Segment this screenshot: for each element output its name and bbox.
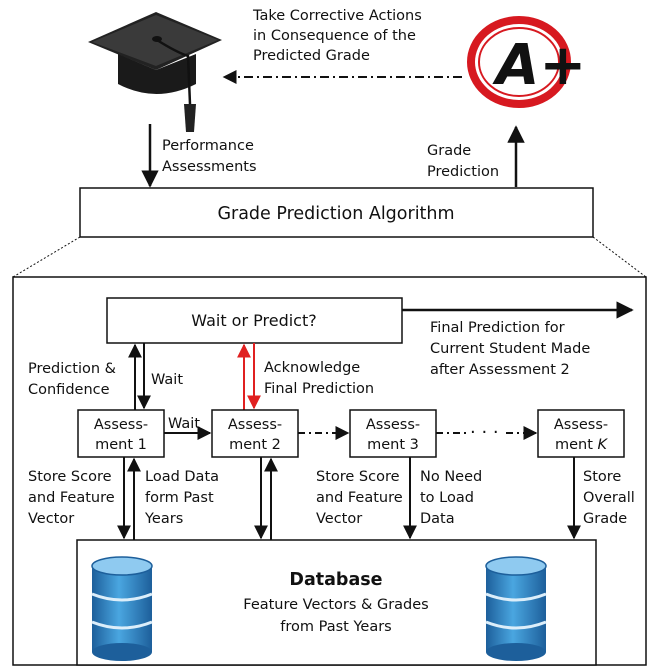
assessment-k-box (537, 409, 625, 458)
assessment-1-line2: ment 1 (95, 437, 147, 453)
corrective-actions-line3: Predicted Grade (253, 48, 370, 64)
zoom-guide-right (592, 236, 647, 278)
wait-between-label: Wait (168, 416, 200, 432)
store-score-1-line3: Vector (28, 511, 74, 527)
performance-label-line1: Performance (162, 138, 254, 154)
graduation-cap-icon (88, 12, 222, 132)
grade-badge: A+ (492, 33, 586, 98)
zoom-guide-left (12, 236, 81, 278)
no-need-line2: to Load (420, 490, 474, 506)
assessment-k-italic: K (598, 437, 609, 453)
store-score-2-line1: Store Score (316, 469, 400, 485)
final-prediction-line3: after Assessment 2 (430, 362, 570, 378)
no-need-line1: No Need (420, 469, 482, 485)
database-line1: Feature Vectors & Grades (243, 597, 428, 613)
assessment-1-box (77, 409, 165, 458)
algorithm-box (79, 187, 594, 238)
assessment-k-line1: Assess- (554, 417, 608, 433)
store-overall-line2: Overall (583, 490, 635, 506)
assessment-k-line2-prefix: ment (555, 437, 598, 453)
load-data-line2: form Past (145, 490, 214, 506)
prediction-confidence-line2: Confidence (28, 382, 110, 398)
algorithm-label: Grade Prediction Algorithm (217, 204, 454, 224)
store-score-2-line3: Vector (316, 511, 362, 527)
store-overall-line3: Grade (583, 511, 627, 527)
store-score-1-line1: Store Score (28, 469, 112, 485)
final-prediction-line2: Current Student Made (430, 341, 590, 357)
assessment-1-line1: Assess- (94, 417, 148, 433)
a-plus-grade-icon: A+ (467, 16, 586, 108)
wait-or-predict-box (106, 297, 403, 344)
final-prediction-line1: Final Prediction for (430, 320, 565, 336)
no-need-line3: Data (420, 511, 455, 527)
corrective-actions-line1: Take Corrective Actions (252, 8, 422, 24)
wait-or-predict-label: Wait or Predict? (191, 311, 316, 330)
load-data-line3: Years (144, 511, 183, 527)
assessment-3-line2: ment 3 (367, 437, 419, 453)
store-score-2-line2: and Feature (316, 490, 403, 506)
acknowledge-line2: Final Prediction (264, 381, 374, 397)
assessment-2-box (211, 409, 299, 458)
database-cylinder-icon (485, 556, 547, 661)
assessment-3-box (349, 409, 437, 458)
assessment-2-line1: Assess- (228, 417, 282, 433)
grade-prediction-line1: Grade (427, 143, 471, 159)
prediction-confidence-line1: Prediction & (28, 361, 116, 377)
assessment-2-line2: ment 2 (229, 437, 281, 453)
acknowledge-line1: Acknowledge (264, 360, 360, 376)
corrective-actions-line2: in Consequence of the (253, 28, 416, 44)
store-overall-line1: Store (583, 469, 621, 485)
load-data-line1: Load Data (145, 469, 219, 485)
store-score-1-line2: and Feature (28, 490, 115, 506)
database-cylinder-icon (91, 556, 153, 661)
performance-label-line2: Assessments (162, 159, 257, 175)
ellipsis: · · · (470, 422, 499, 443)
grade-prediction-line2: Prediction (427, 164, 499, 180)
database-line2: from Past Years (280, 619, 391, 635)
database-title: Database (289, 570, 382, 590)
wait-up-label: Wait (151, 372, 183, 388)
assessment-k-line2: ment K (555, 437, 609, 453)
assessment-3-line1: Assess- (366, 417, 420, 433)
